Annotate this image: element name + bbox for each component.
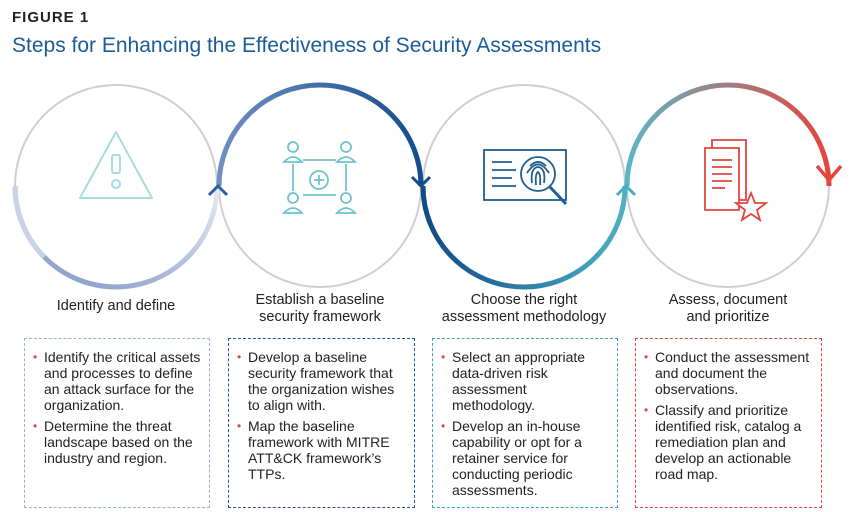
- bullet-text: Map the baseline framework with MITRE AT…: [248, 418, 390, 482]
- list-item: • Identify the critical assets and proces…: [33, 349, 203, 413]
- chevron-icon-2: [410, 175, 432, 189]
- fingerprint-scan-icon: [483, 149, 568, 206]
- bullet-text: Select an appropriate data-driven risk a…: [452, 349, 586, 413]
- step-3-title-line-1: Choose the right: [470, 292, 578, 308]
- documents-star-icon: [704, 139, 769, 223]
- bullet-icon: •: [644, 403, 649, 417]
- step-label-3: Choose the right assessment methodology: [414, 292, 634, 326]
- warning-triangle-icon: [79, 131, 153, 199]
- step-4-title-line-2: and prioritize: [686, 309, 770, 325]
- step-2-details-box: • Develop a baseline security framework t…: [228, 338, 415, 508]
- bullet-icon: •: [237, 419, 242, 433]
- step-2-title-line-1: Establish a baseline: [255, 292, 385, 308]
- network-framework-icon: [281, 141, 358, 214]
- bullet-icon: •: [33, 350, 38, 364]
- arc-step-2: [216, 82, 424, 187]
- list-item: • Develop an in-house capability or opt f…: [441, 418, 611, 498]
- bullet-text: Develop an in-house capability or opt fo…: [452, 418, 582, 498]
- bullet-icon: •: [644, 350, 649, 364]
- arc-step-1: [12, 185, 220, 290]
- figure-title: Steps for Enhancing the Effectiveness of…: [12, 34, 602, 57]
- step-3-title-line-2: assessment methodology: [441, 309, 607, 325]
- bullet-icon: •: [237, 350, 242, 364]
- list-item: • Conduct the assessment and document the…: [644, 349, 815, 397]
- bullet-text: Develop a baseline security framework th…: [248, 349, 395, 413]
- step-label-2: Establish a baseline security framework: [210, 292, 430, 326]
- arrow-head-icon: [815, 164, 843, 183]
- chevron-icon-1: [207, 183, 229, 197]
- list-item: • Map the baseline framework with MITRE A…: [237, 418, 408, 482]
- arc-step-1-lower: [12, 185, 46, 259]
- step-1-details-box: • Identify the critical assets and proces…: [24, 338, 210, 508]
- step-label-4: Assess, document and prioritize: [618, 292, 838, 326]
- bullet-icon: •: [33, 419, 38, 433]
- arc-step-4: [624, 82, 832, 187]
- list-item: • Select an appropriate data-driven risk …: [441, 349, 611, 413]
- bullet-text: Classify and prioritize identified risk,…: [655, 402, 802, 482]
- arc-step-3: [420, 185, 628, 290]
- bullet-icon: •: [441, 350, 446, 364]
- step-1-title: Identify and define: [56, 298, 176, 314]
- step-label-1: Identify and define: [6, 298, 226, 315]
- bullet-text: Determine the threat landscape based on …: [44, 418, 193, 466]
- bullet-icon: •: [441, 419, 446, 433]
- chevron-icon-3: [615, 183, 637, 197]
- bullet-text: Identify the critical assets and process…: [44, 349, 201, 413]
- step-4-title-line-1: Assess, document: [668, 292, 788, 308]
- step-2-title-line-2: security framework: [259, 309, 381, 325]
- step-3-details-box: • Select an appropriate data-driven risk …: [432, 338, 618, 508]
- list-item: • Classify and prioritize identified risk…: [644, 402, 815, 482]
- figure-label: FIGURE 1: [12, 9, 90, 26]
- step-4-details-box: • Conduct the assessment and document the…: [635, 338, 822, 508]
- bullet-text: Conduct the assessment and document the …: [655, 349, 810, 397]
- list-item: • Determine the threat landscape based on…: [33, 418, 203, 466]
- list-item: • Develop a baseline security framework t…: [237, 349, 408, 413]
